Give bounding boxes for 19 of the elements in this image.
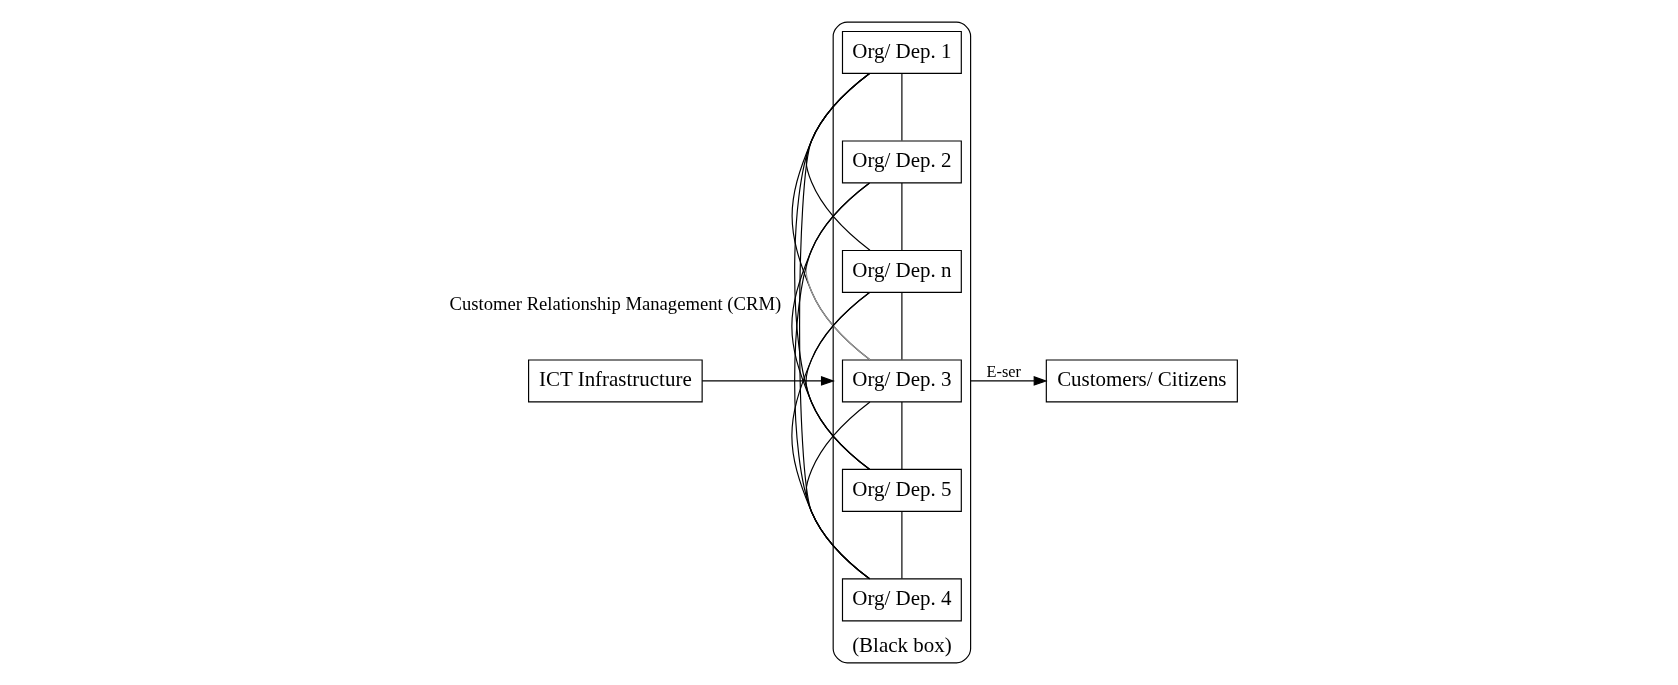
connector xyxy=(901,291,903,361)
node-box: Org/ Dep. 5 xyxy=(841,468,962,512)
label: Customer Relationship Management (CRM) xyxy=(449,292,782,314)
node-box: Org/ Dep. 1 xyxy=(841,30,962,75)
node-box: Customers/ Citizens xyxy=(1045,359,1238,403)
node-box: ICT Infrastructure xyxy=(528,359,703,403)
connector xyxy=(791,291,871,580)
node-box: Org/ Dep. 2 xyxy=(841,140,962,184)
edge-label: E-ser xyxy=(986,361,1022,381)
node-box: Org/ Dep. n xyxy=(841,249,962,293)
arrow xyxy=(970,376,1048,386)
arrow xyxy=(701,376,835,386)
node-box: Org/ Dep. 3 xyxy=(841,359,962,403)
connector xyxy=(901,72,903,142)
connector xyxy=(901,401,903,470)
node-box: Org/ Dep. 4 xyxy=(841,578,962,622)
connector xyxy=(901,182,903,251)
connector xyxy=(901,510,903,580)
connector xyxy=(805,401,871,580)
